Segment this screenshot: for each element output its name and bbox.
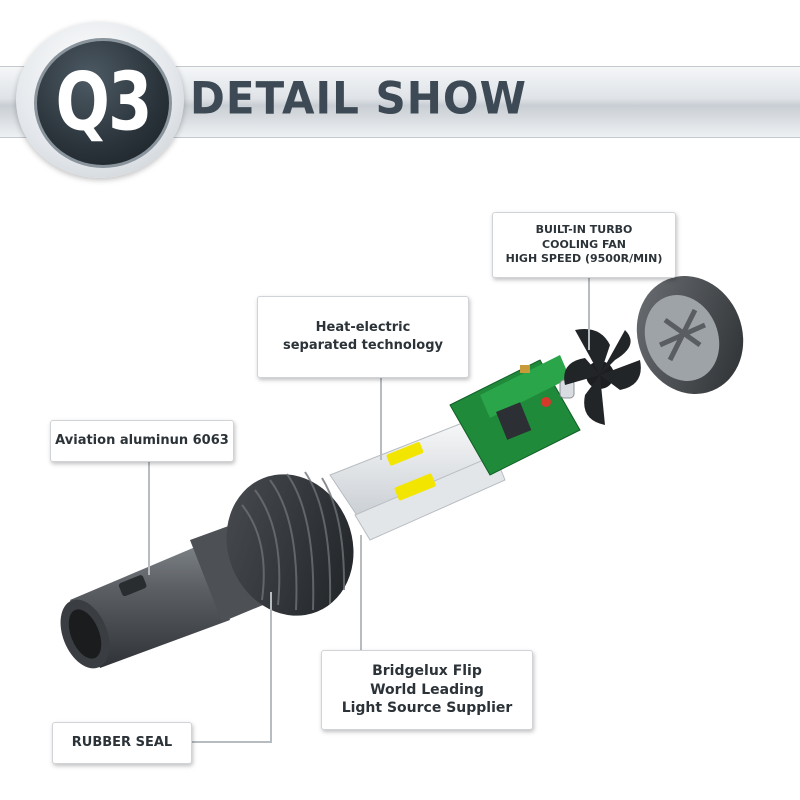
callout-aluminum-text: Aviation aluminun 6063	[55, 433, 229, 449]
heat-sink	[226, 471, 354, 616]
badge: Q3	[34, 38, 172, 168]
driver-pcb	[449, 355, 581, 476]
callout-heat-line-2: separated technology	[282, 338, 444, 353]
bridgelux-leader-line	[360, 535, 362, 650]
page-title: DETAIL SHOW	[190, 72, 527, 125]
badge-text: Q3	[55, 56, 153, 150]
aluminum-leader-line	[148, 460, 150, 575]
callout-cooling-fan: BUILT-IN TURBO COOLING FAN HIGH SPEED (9…	[492, 212, 676, 278]
callout-fan-line-1: BUILT-IN TURBO	[535, 222, 633, 236]
seal-leader-line-horizontal	[190, 741, 272, 743]
callout-aviation-aluminum: Aviation aluminun 6063	[50, 420, 234, 462]
callout-bridgelux-line-1: Bridgelux Flip	[372, 662, 482, 679]
heat-leader-line	[380, 376, 382, 460]
callout-fan-line-2: COOLING FAN	[542, 237, 626, 251]
callout-rubber-seal: RUBBER SEAL	[52, 722, 192, 764]
callout-bridgelux-line-3: Light Source Supplier	[341, 700, 513, 717]
seal-leader-line-vertical	[270, 592, 272, 742]
end-cap	[636, 276, 744, 394]
led-plate	[329, 419, 506, 541]
callout-bridgelux: Bridgelux Flip World Leading Light Sourc…	[321, 650, 533, 730]
cooling-fan	[564, 329, 641, 425]
callout-fan-line-3: HIGH SPEED (9500R/MIN)	[505, 252, 663, 266]
fan-leader-line	[588, 275, 590, 350]
callout-heat-line-1: Heat-electric	[315, 320, 411, 336]
callout-heat-electric: Heat-electric separated technology	[257, 296, 469, 378]
callout-seal-text: RUBBER SEAL	[71, 735, 173, 751]
callout-bridgelux-line-2: World Leading	[370, 681, 484, 698]
